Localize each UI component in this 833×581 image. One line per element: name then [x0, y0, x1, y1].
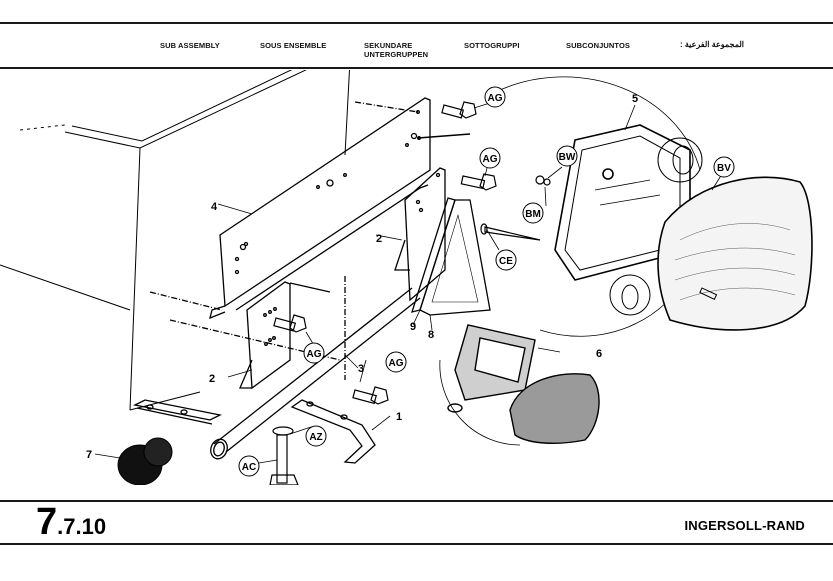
part-number-1: 1 [396, 411, 402, 423]
callout-ce: CE [499, 256, 513, 267]
header-label-spanish: SUBCONJUNTOS [566, 41, 630, 50]
callout-ag-lower-left: AG [307, 349, 322, 360]
callout-bm-circle [522, 202, 544, 224]
bolt-ag-lower-left [273, 314, 307, 333]
callout-ce-circle [495, 249, 517, 271]
header-label-german: SEKUNDARE UNTERGRUPPEN [364, 41, 429, 59]
callout-az-circle [305, 425, 327, 447]
part-number-3: 3 [358, 363, 364, 375]
callout-ag-lower-right: AG [389, 358, 404, 369]
part-number-7: 7 [86, 449, 92, 461]
bolt-ag-top [441, 101, 477, 119]
footer-bottom-rule [0, 543, 833, 545]
bolt-ag-middle [460, 173, 497, 191]
brand-logo-text: INGERSOLL-RAND [684, 518, 805, 533]
bulb-inset-top [657, 137, 703, 183]
part-6-side-lamp [439, 324, 600, 446]
header-bottom-rule [0, 67, 833, 69]
exploded-diagram: 4 2 2 3 1 5 6 7 8 9 AG AG AG AG BW BM BV… [0, 70, 813, 485]
callout-ac-circle [238, 455, 260, 477]
callout-ag-lower-left-circle [303, 342, 325, 364]
screw-bw [535, 175, 551, 186]
callout-bw-circle [556, 145, 578, 167]
callout-ag-lower-right-circle [385, 351, 407, 373]
callout-bw: BW [559, 152, 576, 163]
lens-bv [657, 176, 813, 331]
footer-top-rule [0, 500, 833, 502]
callout-bv: BV [717, 163, 731, 174]
header-top-rule [0, 22, 833, 24]
part-number-5: 5 [632, 93, 638, 105]
pin-ce [480, 223, 541, 241]
callout-ag-top: AG [488, 93, 503, 104]
callout-az: AZ [309, 432, 322, 443]
bolt-ac [269, 426, 299, 485]
part-1-bracket [290, 399, 376, 464]
section-number: 7.7.10 [36, 503, 106, 541]
header-label-french: SOUS ENSEMBLE [260, 41, 327, 50]
callout-bm: BM [525, 209, 541, 220]
callout-bv-circle [713, 156, 735, 178]
header-label-german-line2: UNTERGRUPPEN [364, 49, 429, 59]
header-label-italian: SOTTOGRUPPI [464, 41, 520, 50]
bulb-inset-bottom [609, 274, 651, 316]
part-2-upper-bracket [394, 167, 446, 302]
section-number-major: 7 [36, 501, 58, 543]
part-7-grommet [117, 437, 173, 485]
part-8-reflector [419, 199, 491, 316]
part-4-mounting-plate [149, 97, 471, 320]
callout-ac: AC [242, 462, 256, 473]
part-number-9: 9 [410, 321, 416, 333]
part-number-8: 8 [428, 329, 434, 341]
part-9-gasket [411, 197, 456, 313]
callout-ag-middle-circle [479, 147, 501, 169]
callout-ag-middle: AG [483, 154, 498, 165]
part-number-2-upper: 2 [376, 233, 382, 245]
header-label-english: SUB ASSEMBLY [160, 41, 220, 50]
part-number-4: 4 [211, 201, 218, 213]
part-number-6: 6 [596, 348, 602, 360]
header-label-arabic: المجموعة الفرعية : [680, 40, 744, 49]
callout-ag-top-circle [484, 86, 506, 108]
lower-cross-bar [133, 282, 331, 425]
header-label-german-line1: SEKUNDARE [364, 41, 413, 50]
part-3-tube [210, 276, 421, 460]
bolt-ag-lower-right [352, 386, 389, 405]
section-number-minor: .7.10 [57, 514, 107, 539]
machine-body [0, 70, 350, 411]
part-number-2-lower: 2 [209, 373, 215, 385]
